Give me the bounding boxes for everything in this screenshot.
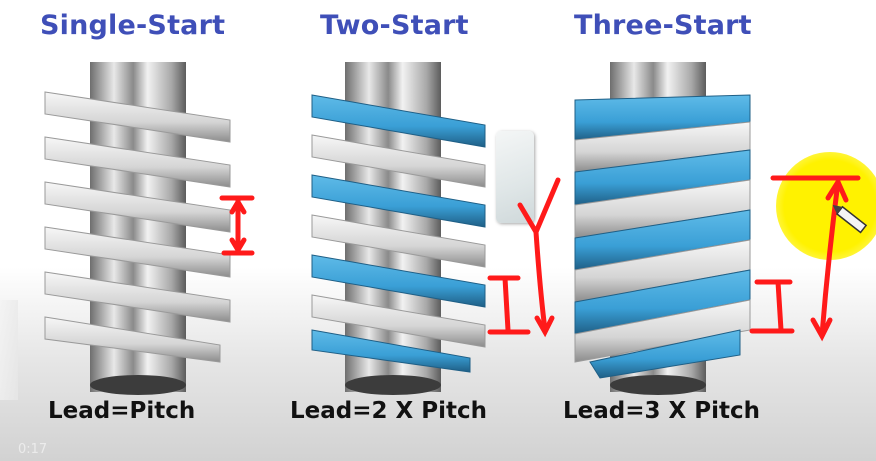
background-thumbnail: [0, 300, 18, 400]
video-timestamp: 0:17: [18, 442, 48, 457]
lead-marker-three: [770, 175, 861, 342]
single-start-screw: [44, 62, 231, 395]
pitch-marker-two: [487, 275, 531, 335]
pitch-marker-three: [749, 279, 795, 334]
three-start-screw: [574, 62, 751, 395]
panel-title-three-start: Three-Start: [574, 10, 752, 41]
sticky-note: [496, 131, 534, 223]
lead-arrow-two: [517, 177, 561, 338]
pencil-icon: [832, 204, 868, 234]
caption-single-start: Lead=Pitch: [48, 398, 196, 424]
two-start-screw: [311, 62, 486, 395]
caption-two-start: Lead=2 X Pitch: [290, 398, 488, 424]
pitch-marker-single: [219, 195, 255, 256]
caption-three-start: Lead=3 X Pitch: [563, 398, 761, 424]
panel-title-two-start: Two-Start: [320, 10, 469, 41]
cursor-highlight: [776, 152, 876, 260]
panel-title-single-start: Single-Start: [40, 10, 226, 41]
